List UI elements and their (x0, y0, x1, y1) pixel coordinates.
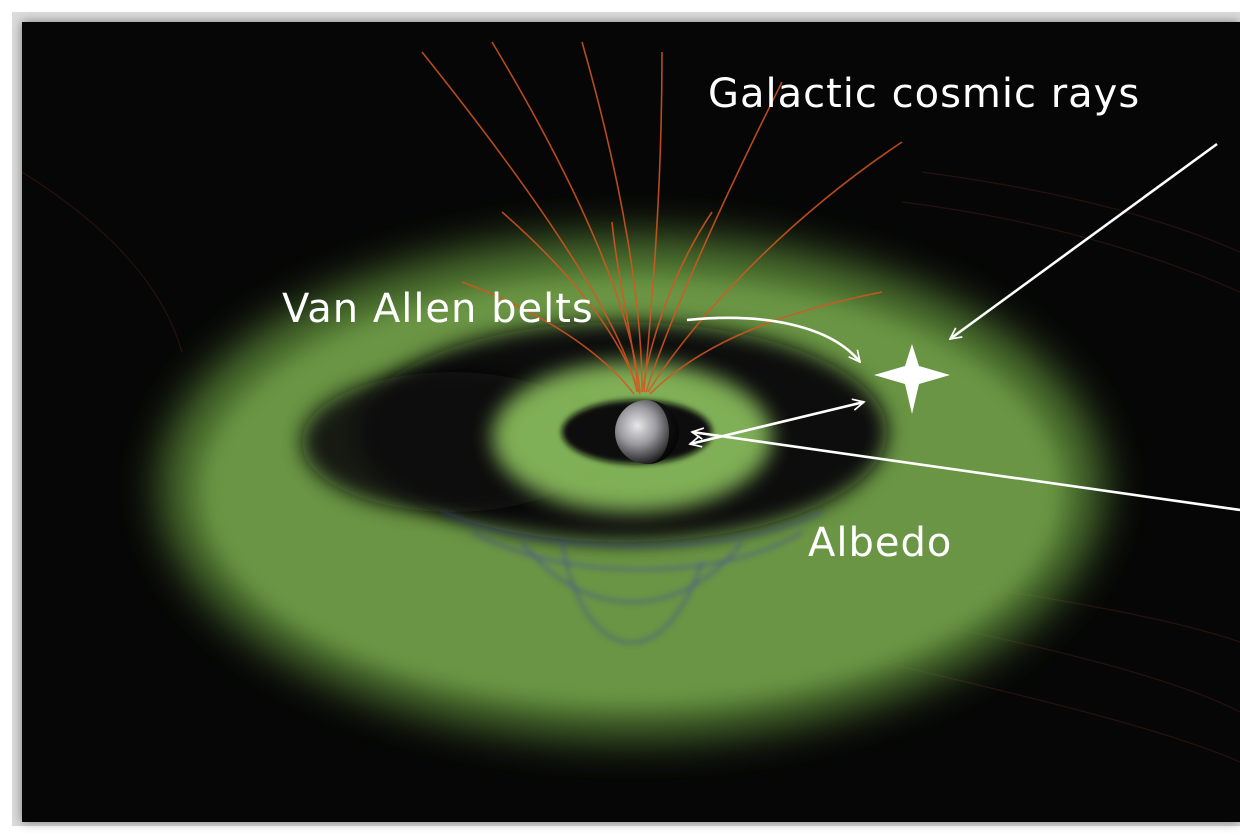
earth-icon (615, 400, 679, 464)
albedo-label: Albedo (808, 523, 952, 563)
galactic-cosmic-rays-label: Galactic cosmic rays (708, 74, 1140, 114)
van-allen-belts-label: Van Allen belts (282, 289, 594, 329)
radiation-environment-diagram: Galactic cosmic rays Van Allen belts Alb… (22, 22, 1240, 822)
scene-graphic (22, 22, 1240, 822)
galactic-cosmic-rays-arrow (950, 144, 1217, 339)
